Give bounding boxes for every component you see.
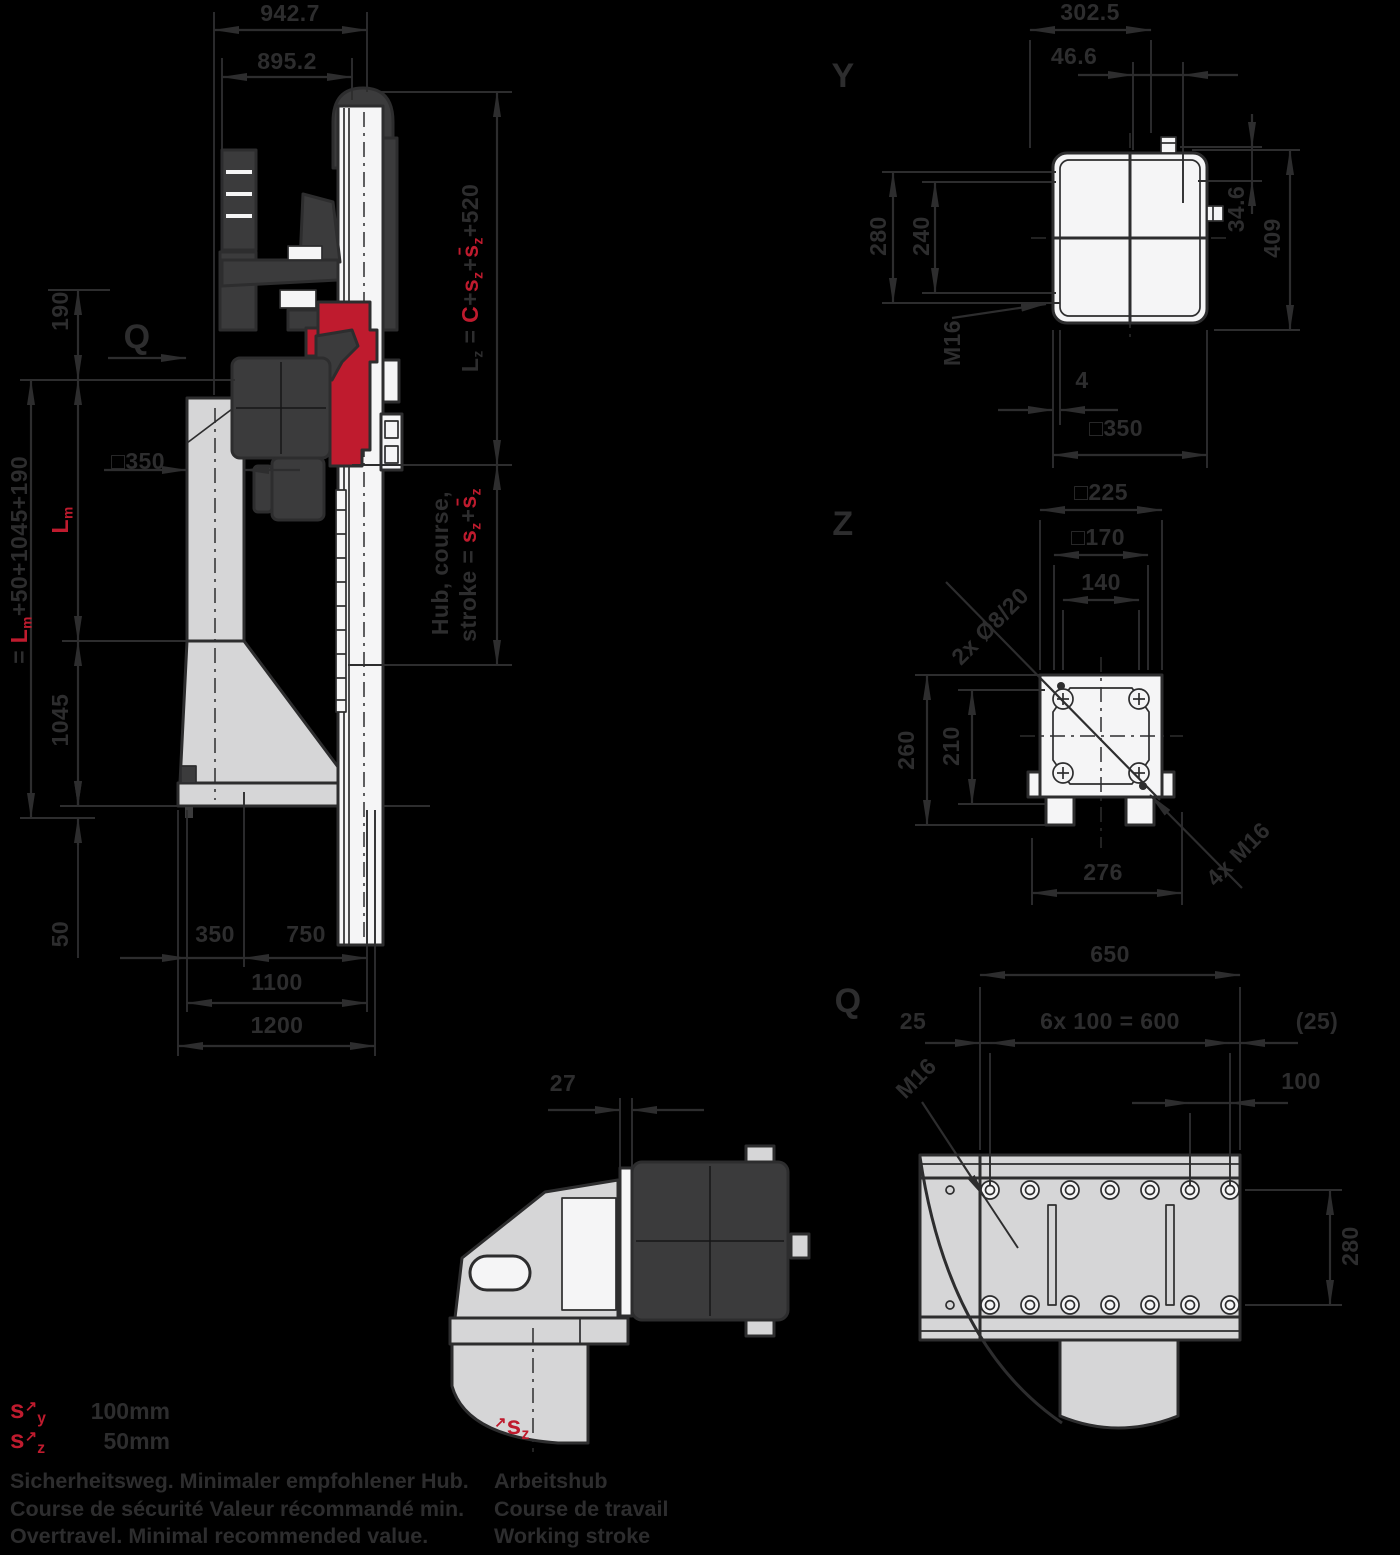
q-dim-25r: (25) [1295,1008,1339,1034]
z-dim-170: □170 [1071,524,1125,550]
q-dim-100: 100 [1281,1068,1321,1094]
dim-total-width: 942.7 [260,0,320,26]
formula-stroke-line2: stroke = sz+s̄z [455,488,484,642]
formula-lz: Lz = C+sz+s̄z+520 [457,183,486,373]
section-y [882,26,1300,468]
legend-stroke-text: Arbeitshub Course de travail Working str… [494,1468,964,1551]
dim-350: 350 [195,921,235,947]
detail-view [448,1098,811,1452]
y-dim-square: □350 [1089,415,1143,441]
z-dim-210: 210 [937,726,964,766]
legend-line-en: Overtravel. Minimal recommended value. [10,1524,429,1548]
dim-1200: 1200 [250,1012,304,1038]
y-dim-466: 46.6 [1050,43,1098,69]
dim-column-square: □350 [111,448,165,474]
legend-symbol-sy: s↗y [10,1394,47,1427]
formula-total-height: = Lm+50+1045+190 [6,455,35,664]
legend-line2-de: Arbeitshub [494,1469,608,1493]
view-q [918,971,1342,1430]
legend-value-sy: 100mm [90,1398,170,1424]
q-dim-25: 25 [899,1008,927,1034]
main-q-label: Q [123,318,151,356]
z-dim-225: □225 [1074,479,1128,505]
z-dim-140: 140 [1081,569,1121,595]
main-view [20,12,512,1056]
y-thread-m16: M16 [938,320,965,367]
legend-symbol-sz: s↗z [10,1424,46,1457]
section-y-label: Y [831,57,855,95]
view-q-label: Q [834,982,862,1020]
legend-value-sz: 50mm [103,1428,170,1454]
y-dim-240: 240 [907,216,934,256]
formula-stroke-line1: Hub, course, [426,491,453,636]
working-stroke-symbol: ↗sz [494,1410,530,1443]
detail-dim-27: 27 [549,1070,577,1096]
y-dim-wall: 4 [1075,367,1089,393]
legend-line2-en: Working stroke [494,1524,651,1548]
q-dim-pitch: 6x 100 = 600 [1040,1008,1180,1034]
legend-line-fr: Course de sécurité Valeur récommandé min… [10,1496,465,1521]
z-dim-260: 260 [892,730,919,770]
y-dim-280: 280 [864,216,891,256]
z-dim-276: 276 [1083,859,1123,885]
dim-750: 750 [286,921,326,947]
y-dim-346: 34.6 [1222,185,1249,233]
section-z-label: Z [832,505,854,543]
q-dim-280: 280 [1336,1226,1363,1266]
y-dim-409: 409 [1258,218,1285,258]
legend-line-de: Sicherheitsweg. Minimaler empfohlener Hu… [10,1469,469,1493]
section-z [915,506,1243,905]
y-dim-3025: 302.5 [1060,0,1120,25]
legend-overtravel-text: Sicherheitsweg. Minimaler empfohlener Hu… [10,1468,480,1551]
q-dim-650: 650 [1090,941,1130,967]
legend-line2-fr: Course de travail [494,1496,669,1521]
dim-1100: 1100 [251,969,303,995]
dim-rail-width: 895.2 [257,48,317,74]
